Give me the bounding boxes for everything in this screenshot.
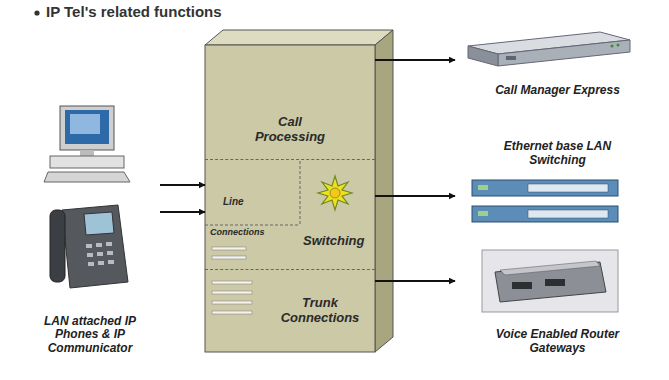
ip-phone-icon <box>50 205 128 288</box>
device-group: LAN attached IP Phones & IP Communicator <box>20 98 160 360</box>
functions-block <box>205 30 393 352</box>
connector-arrow <box>375 195 455 197</box>
device-label: Ethernet base LAN Switching <box>502 140 614 168</box>
connector-arrow <box>375 280 455 282</box>
function-label: Line <box>223 196 244 208</box>
gateway-icon <box>482 250 618 312</box>
connector-arrow <box>160 211 205 213</box>
title: IP Tel's related functions <box>46 3 222 20</box>
device-group: Ethernet base LAN Switching <box>455 138 660 230</box>
function-label: Trunk Connections <box>268 296 372 326</box>
function-label: Switching <box>303 234 364 249</box>
device-label: LAN attached IP Phones & IP Communicator <box>34 315 146 356</box>
function-label: Connections <box>210 227 265 237</box>
lan-switch-icon <box>472 180 618 222</box>
device-label: Voice Enabled Router Gateways <box>493 328 623 356</box>
function-band: Call Processing <box>205 45 375 160</box>
function-label: Call Processing <box>244 115 336 145</box>
sun-symbol <box>318 176 352 210</box>
device-label: Call Manager Express <box>495 84 620 98</box>
connector-arrow <box>160 184 205 186</box>
device-group: Voice Enabled Router Gateways <box>455 245 660 360</box>
pc-icon <box>44 106 130 182</box>
router-icon <box>468 32 630 66</box>
function-band: Trunk Connections <box>205 270 375 352</box>
device-group: Call Manager Express <box>455 20 660 102</box>
connector-arrow <box>375 59 455 61</box>
title-bullet <box>34 10 39 15</box>
function-band: LineConnectionsSwitching <box>205 160 375 270</box>
